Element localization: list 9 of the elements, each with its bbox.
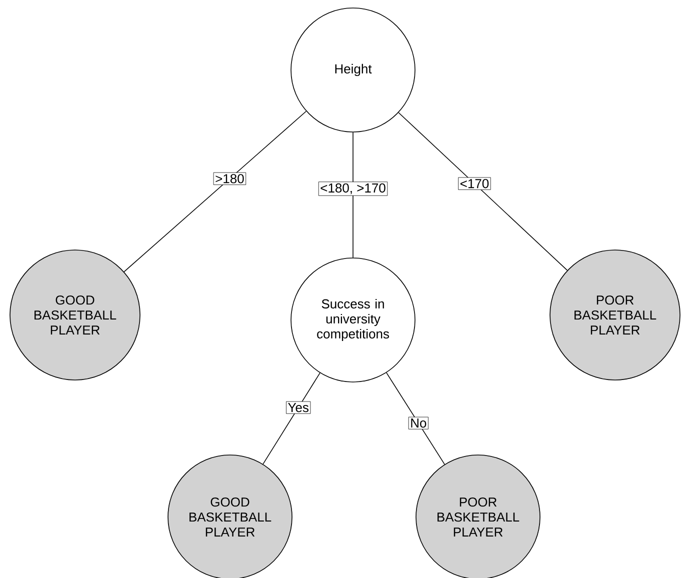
edge-label: <170	[458, 177, 491, 190]
connector-line	[124, 110, 307, 272]
connector-line	[352, 132, 354, 258]
edge-label: Yes	[286, 401, 311, 414]
connector-line	[398, 112, 568, 271]
edge-label: >180	[213, 172, 246, 185]
connector-line	[386, 372, 445, 465]
edge-label: No	[408, 416, 428, 430]
edge-label: <180, >170	[318, 182, 388, 196]
